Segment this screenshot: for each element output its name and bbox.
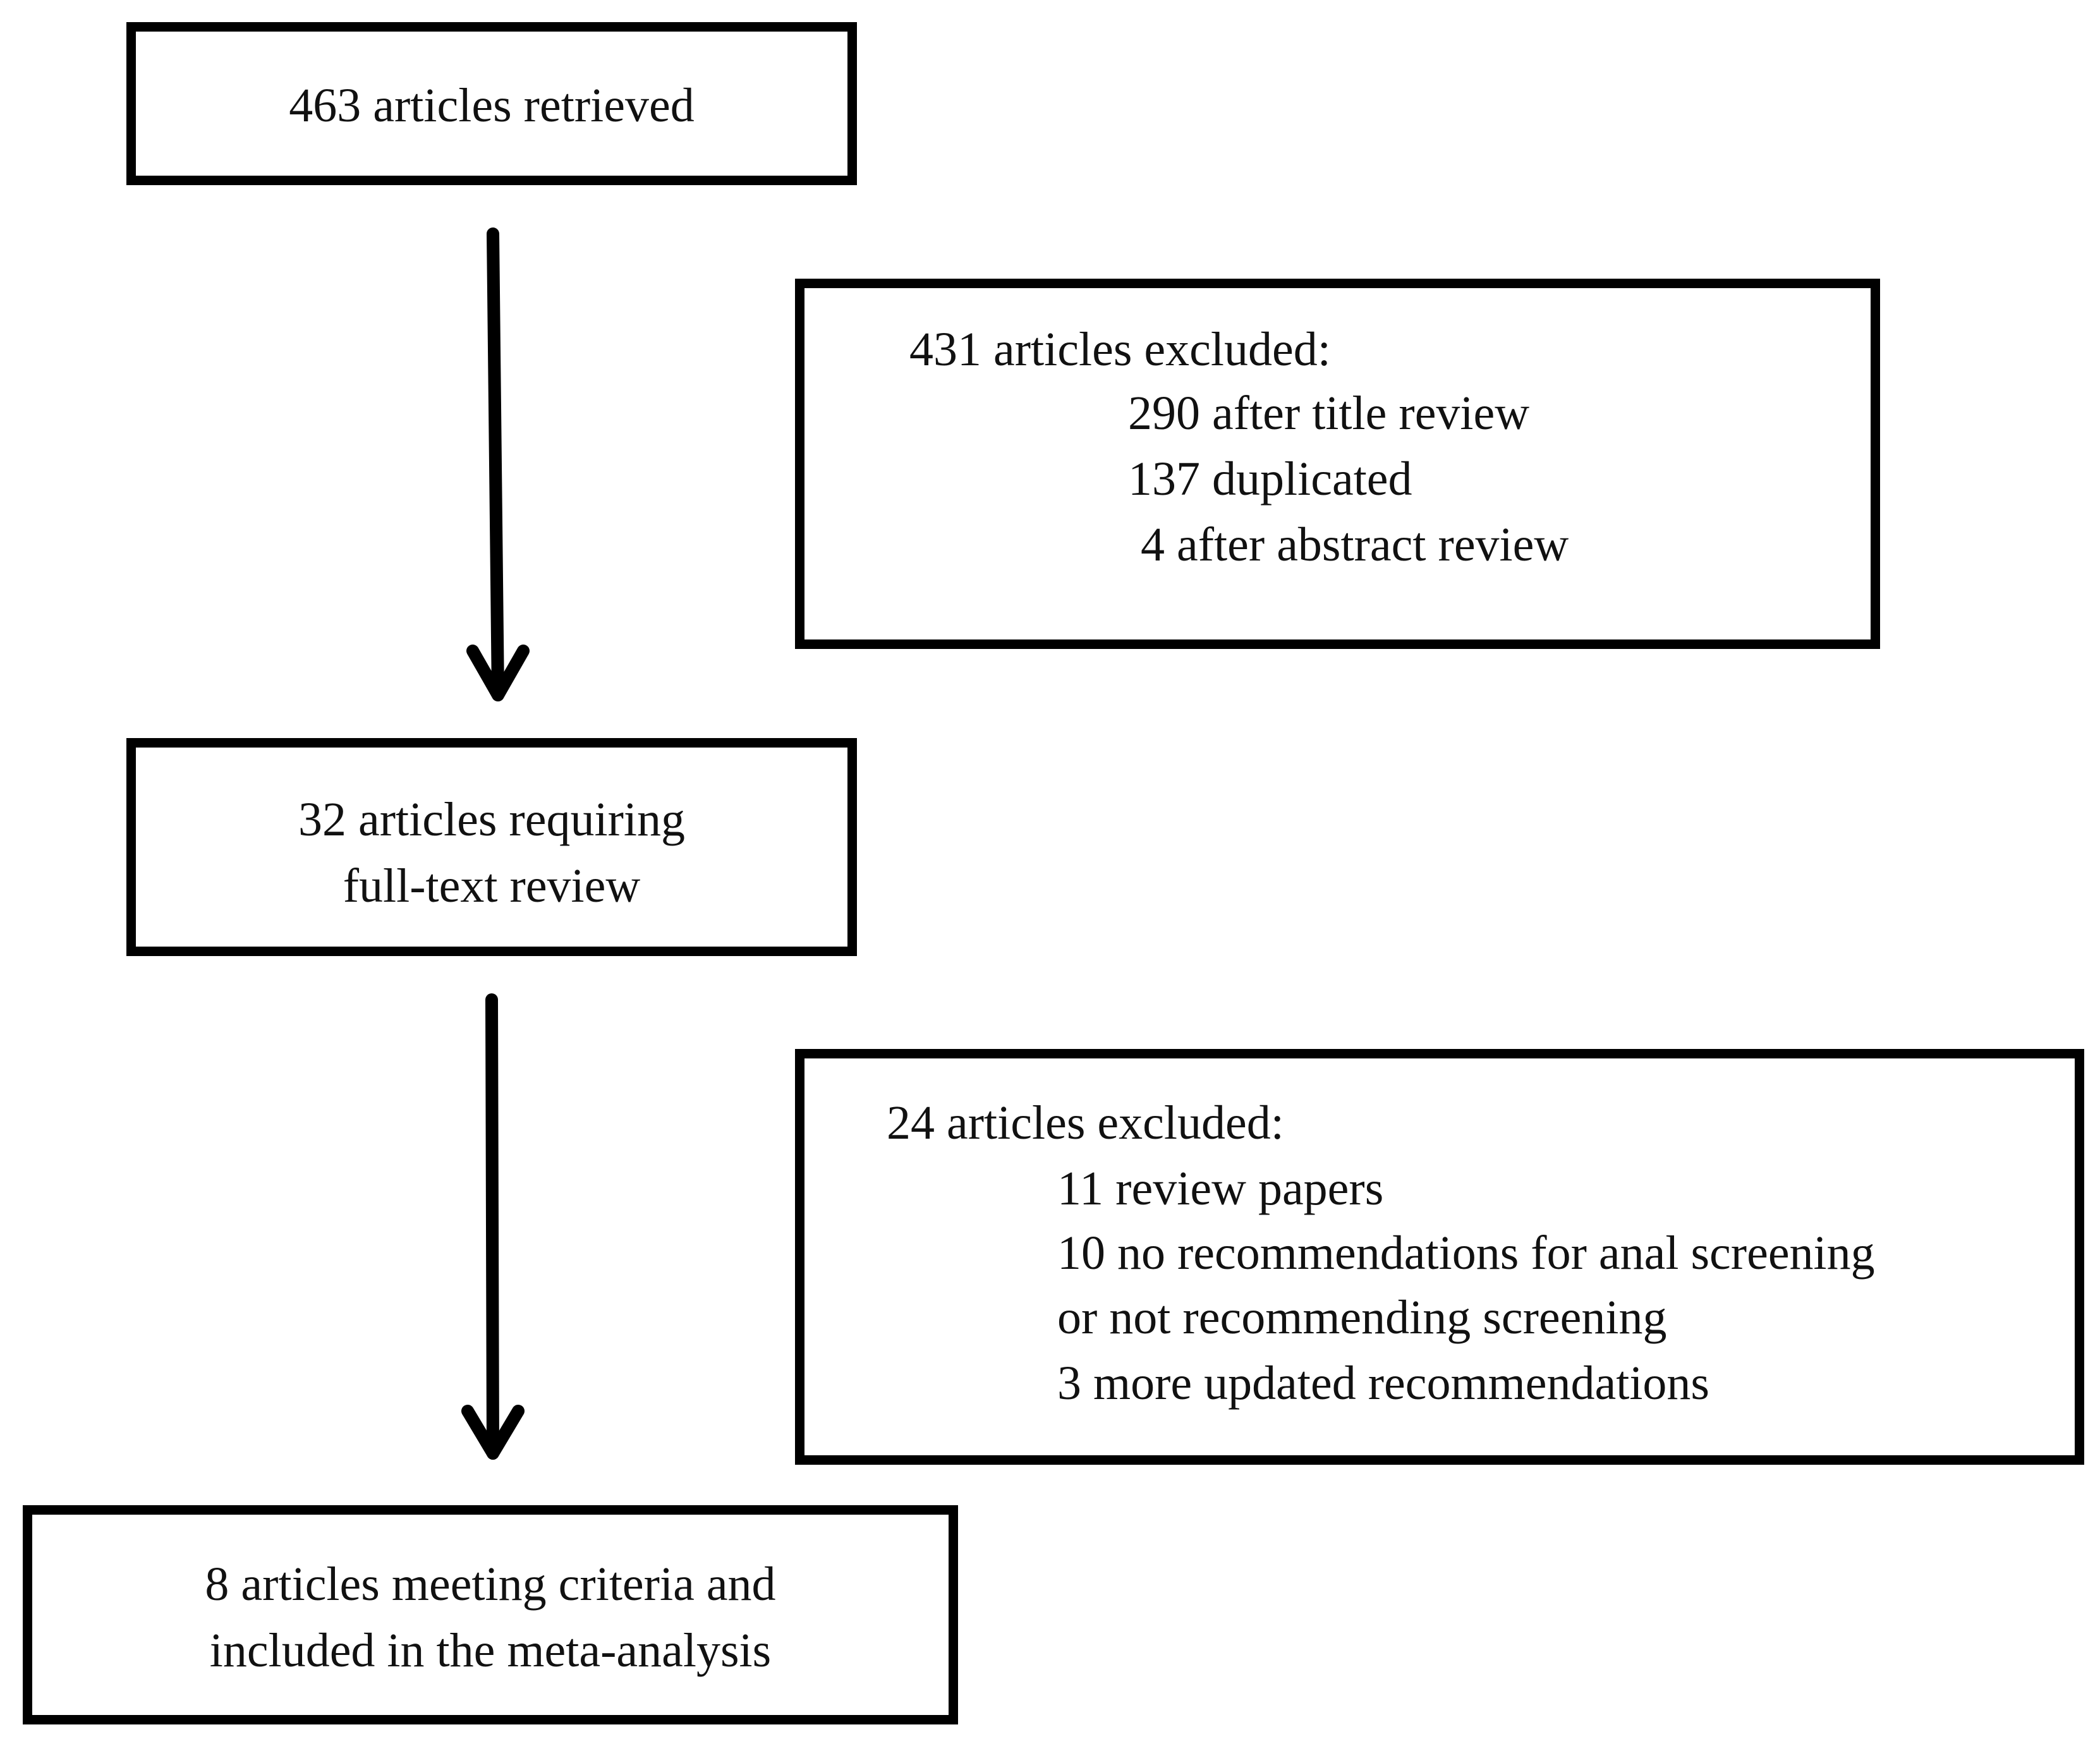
- retrieved-text: 463 articles retrieved: [136, 73, 847, 139]
- included-text: 8 articles meeting criteria and included…: [32, 1551, 949, 1684]
- included-line-1: 8 articles meeting criteria and: [205, 1558, 776, 1611]
- arrow-retrieved-to-fulltext: [466, 227, 530, 701]
- full-text-box: 32 articles requiring full-text review: [126, 738, 857, 956]
- exclusion-1-heading: 431 articles excluded:: [909, 323, 1331, 376]
- exclusion-2-item: 3 more updated recommendations: [1057, 1357, 1710, 1410]
- full-text-line-1: 32 articles requiring: [298, 793, 685, 846]
- included-line-2: included in the meta-analysis: [209, 1624, 772, 1677]
- exclusion-1-item: 4 after abstract review: [1141, 518, 1569, 571]
- exclusion-box-1: 431 articles excluded: 290 after title r…: [795, 279, 1880, 649]
- exclusion-2-item: 10 no recommendations for anal screening: [1057, 1227, 1875, 1280]
- retrieved-box: 463 articles retrieved: [126, 22, 857, 185]
- exclusion-1-item: 137 duplicated: [1128, 452, 1412, 506]
- full-text-text: 32 articles requiring full-text review: [136, 787, 847, 919]
- included-box: 8 articles meeting criteria and included…: [23, 1505, 958, 1724]
- full-text-line-2: full-text review: [343, 859, 641, 912]
- exclusion-box-2: 24 articles excluded: 11 review papers 1…: [795, 1049, 2084, 1465]
- exclusion-2-heading: 24 articles excluded:: [887, 1096, 1284, 1149]
- arrow-fulltext-to-included: [461, 993, 525, 1460]
- exclusion-2-item: 11 review papers: [1057, 1162, 1384, 1215]
- exclusion-2-item: or not recommending screening: [1057, 1291, 1667, 1344]
- retrieved-line-1: 463 articles retrieved: [289, 79, 695, 132]
- exclusion-1-item: 290 after title review: [1128, 387, 1530, 440]
